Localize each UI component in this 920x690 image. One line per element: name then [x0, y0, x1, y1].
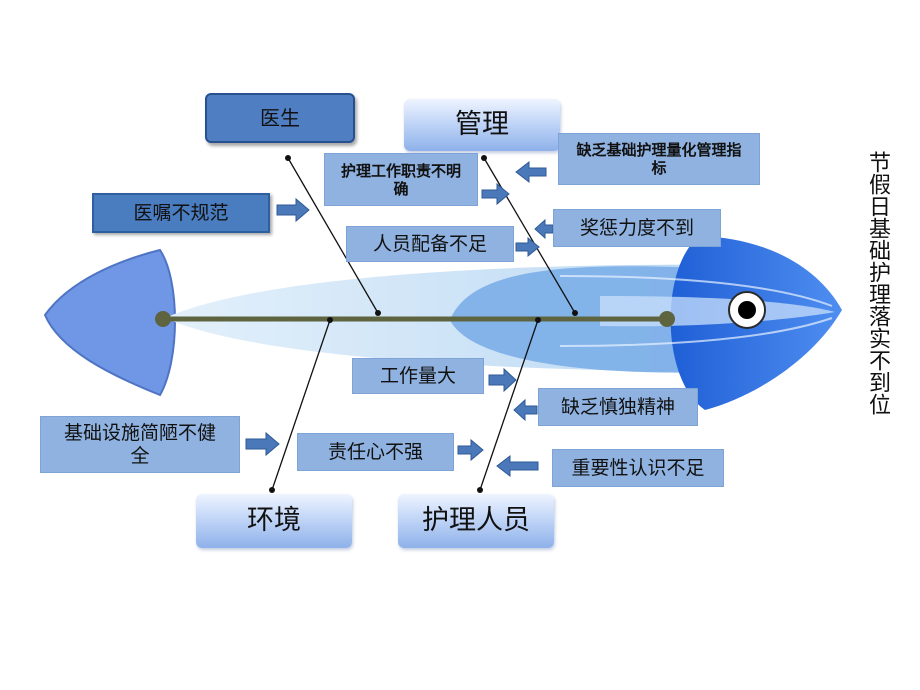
- bone-management: [481, 155, 578, 316]
- fish-eye: [728, 291, 766, 329]
- category-doctor: 医生: [205, 93, 355, 143]
- spine-end-right: [659, 311, 675, 327]
- cause-low-responsibility: 责任心不强: [297, 433, 454, 471]
- bone-doctor: [285, 155, 381, 316]
- category-management: 管理: [404, 99, 560, 151]
- arrow-right-facilities: [245, 431, 280, 457]
- category-nursing-staff: 护理人员: [398, 494, 554, 548]
- bone-environment: [269, 317, 333, 493]
- fish-tail: [43, 248, 176, 397]
- cause-staffing-insufficient: 人员配备不足: [346, 226, 514, 262]
- arrow-right-workload: [488, 367, 517, 393]
- spine-end-left: [155, 311, 171, 327]
- arrow-left-quant: [515, 160, 547, 184]
- cause-orders-nonstandard: 医嘱不规范: [92, 193, 270, 233]
- bone-nursing-staff: [477, 317, 541, 493]
- arrow-left-awareness: [496, 454, 539, 478]
- cause-heavy-workload: 工作量大: [352, 358, 484, 394]
- category-environment: 环境: [196, 494, 352, 548]
- cause-low-awareness: 重要性认识不足: [552, 449, 724, 487]
- arrow-right-duties: [481, 182, 510, 206]
- arrow-right-orders: [276, 197, 310, 223]
- arrow-left-incentives: [534, 218, 554, 240]
- arrow-right-responsibility: [457, 438, 484, 462]
- cause-quant-mgmt-lacking: 缺乏基础护理量化管理指标: [558, 133, 760, 185]
- diagram-title: 节假日基础护理落实不到位: [865, 151, 890, 415]
- cause-duties-unclear: 护理工作职责不明确: [324, 153, 478, 206]
- arrow-right-staffing: [515, 236, 540, 258]
- arrow-left-discipline: [513, 398, 538, 422]
- cause-lack-self-discipline: 缺乏慎独精神: [538, 388, 698, 426]
- cause-incentives-weak: 奖惩力度不到: [553, 209, 721, 247]
- cause-facilities-poor: 基础设施简陋不健全: [40, 416, 240, 473]
